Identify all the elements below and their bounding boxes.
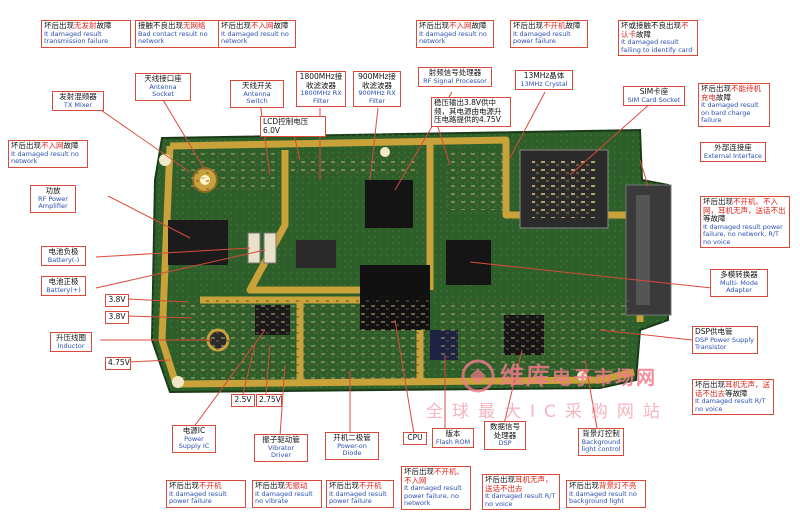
label-2-5v: 2.5V bbox=[231, 394, 255, 407]
label-battery-negative: 电池负极 Battery(-) bbox=[41, 246, 86, 267]
label-900-filter: 900MHz接收滤波器 900MHz RX Filter bbox=[353, 71, 401, 108]
label-sim-socket: SIM卡座 SIM Card Socket bbox=[623, 86, 685, 107]
label-power-failure-bottom-2: 坏后出现不开机 It damaged result power failure bbox=[326, 480, 394, 508]
label-external-interface: 外部连接座 External Interface bbox=[700, 142, 766, 163]
label-13mhz-crystal: 13MHz晶体 13MHz Crystal bbox=[515, 70, 573, 91]
label-tx-failure: 坏后出现无发射故障 It damaged result transmission… bbox=[41, 20, 131, 48]
label-multi-failure-bottom: 坏后出现不开机、不入网 It damaged result power fail… bbox=[401, 466, 471, 510]
label-no-network-top-1: 坏后出现不入网故障 It damaged result no network bbox=[218, 20, 296, 48]
label-backlight-control: 背景灯控制 Background light control bbox=[578, 428, 624, 456]
label-antenna-socket: 天线接口座 Antenna Socket bbox=[135, 73, 191, 101]
label-contact-failure: 接触不良出现无网络 Bad contact result no network bbox=[135, 20, 219, 48]
label-lcd-voltage: LCD控制电压6.0V bbox=[260, 116, 326, 138]
label-boost-note: 稳压输出3.8V供中频，其电源由电源升压电路提供的4.75V bbox=[431, 97, 511, 127]
label-poweron-diode: 开机二极管 Power-on Diode bbox=[325, 432, 379, 460]
label-dsp: 数据信号处理器 DSP bbox=[484, 421, 526, 450]
label-3-8v-a: 3.8V bbox=[105, 294, 129, 307]
label-charge-failure: 坏后出现不能待机充电故障 It damaged result on bard c… bbox=[698, 83, 770, 127]
pa-chip bbox=[168, 220, 228, 265]
label-cpu: CPU bbox=[403, 432, 427, 445]
label-power-ic: 电源IC Power Supply IC bbox=[172, 425, 216, 453]
label-power-failure-bottom-1: 坏后出现不开机 It damaged result power failure bbox=[166, 480, 246, 508]
label-multi-failure-right: 坏后出现不开机、不入网，耳机无声，送话不出等故障 It damaged resu… bbox=[700, 196, 790, 249]
filter-block bbox=[296, 240, 336, 268]
label-power-failure-top: 坏后出现不开机故障 It damaged result power failur… bbox=[510, 20, 588, 48]
label-antenna-switch: 天线开关 Antenna Switch bbox=[230, 80, 284, 108]
rf-processor-chip bbox=[365, 180, 413, 228]
label-vibrate-failure: 坏后出现无振动 It damaged result no vibrate bbox=[252, 480, 322, 508]
label-backlight-failure: 坏后出现背景灯不亮 It damaged result no backgroun… bbox=[566, 480, 646, 508]
label-flash-rom: 版本 Flash ROM bbox=[432, 428, 474, 449]
label-4-75v: 4.75V bbox=[105, 357, 131, 370]
label-1800-filter: 1800MHz接收滤波器 1800MHz RX Filter bbox=[296, 71, 346, 108]
battery-contacts bbox=[247, 232, 277, 264]
label-card-failure: 坏或接触不良出现不认卡故障 It damaged result failing … bbox=[618, 20, 698, 57]
label-no-network-top-2: 坏后出现不入网故障 It damaged result no network bbox=[416, 20, 494, 48]
multimode-chip bbox=[446, 240, 491, 285]
label-tx-mixer: 发射混频器 TX Mixer bbox=[52, 91, 104, 112]
label-inductor: 升压线圈 Inductor bbox=[50, 332, 92, 353]
label-no-network-left: 坏后出现不入网故障 It damaged result no network bbox=[8, 140, 88, 168]
label-vibrator-driver: 振子驱动管 Vibrator Driver bbox=[254, 434, 308, 462]
label-rt-failure-bottom: 坏后出现耳机无声，送话不出去 It damaged result R/T no … bbox=[482, 474, 560, 511]
label-rf-processor: 射频信号处理器 RF Signal Processor bbox=[418, 67, 492, 88]
label-rt-failure-right: 坏后出现耳机无声，送话不出去等故障 It damaged result R/T … bbox=[692, 379, 774, 416]
label-multi-mode-adapter: 多模转换器 Multi- Mode Adapter bbox=[710, 269, 768, 297]
label-3-8v-b: 3.8V bbox=[105, 311, 129, 324]
label-battery-positive: 电池正极 Battery(+) bbox=[41, 276, 86, 297]
label-dsp-power-transistor: DSP供电管 DSP Power Supply Transistor bbox=[692, 326, 758, 354]
label-power-amplifier: 功放 RF Power Amplifier bbox=[30, 185, 76, 213]
leader-lines bbox=[95, 91, 713, 437]
label-2-75v: 2.75V bbox=[256, 394, 282, 407]
